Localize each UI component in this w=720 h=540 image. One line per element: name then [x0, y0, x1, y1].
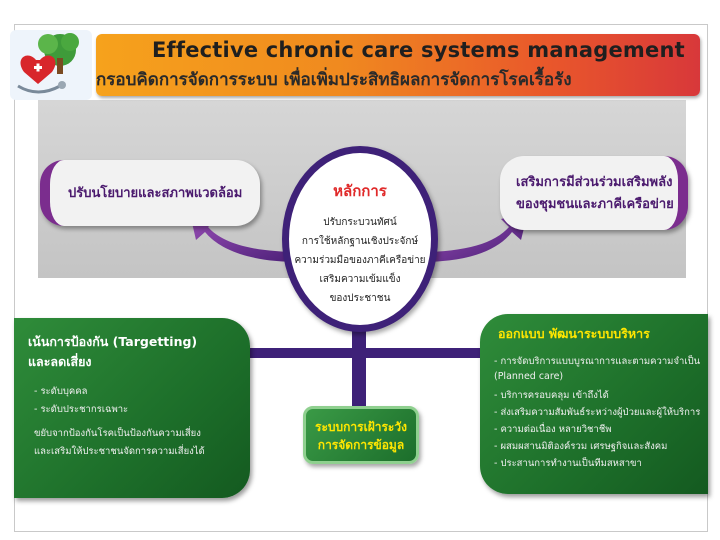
- system-design-item: - ผสมผสานมิติองค์รวม เศรษฐกิจและสังคม: [494, 439, 667, 454]
- system-design-title: ออกแบบ พัฒนาระบบบริหาร: [498, 324, 650, 344]
- principles-title: หลักการ: [289, 179, 431, 203]
- principle-item: ความร่วมมือของภาคีเครือข่าย: [289, 253, 431, 268]
- system-design-item: - บริการครอบคลุม เข้าถึงได้: [494, 388, 609, 403]
- principle-item: ของประชาชน: [289, 291, 431, 306]
- prevention-targeting-box: เน้นการป้องกัน (Targetting) และลดเสี่ยง …: [14, 318, 250, 498]
- principle-item: ปรับกระบวนทัศน์: [289, 215, 431, 230]
- prevention-item: และเสริมให้ประชาชนจัดการความเสี่ยงได้: [34, 444, 205, 459]
- principle-item: เสริมความเข้มแข็ง: [289, 272, 431, 287]
- community-line-2: ของชุมชนและภาคีเครือข่าย: [516, 194, 674, 216]
- system-design-item: (Planned care): [494, 371, 563, 382]
- community-line-1: เสริมการมีส่วนร่วมเสริมพลัง: [516, 172, 674, 194]
- system-design-box: ออกแบบ พัฒนาระบบบริหาร - การจัดบริการแบบ…: [480, 314, 708, 494]
- community-participation-label: เสริมการมีส่วนร่วมเสริมพลัง ของชุมชนและภ…: [516, 172, 674, 216]
- principle-item: การใช้หลักฐานเชิงประจักษ์: [289, 234, 431, 249]
- prevention-item: ขยับจากป้องกันโรคเป็นป้องกันความเสี่ยง: [34, 426, 201, 441]
- system-design-item: - การจัดบริการแบบบูรณาการและตามความจำเป็…: [494, 354, 700, 369]
- prevention-title-1: เน้นการป้องกัน (Targetting): [28, 332, 197, 352]
- surveillance-line-1: ระบบการเฝ้าระวัง: [306, 418, 416, 436]
- system-design-item: - ความต่อเนื่อง หลายวิชาชีพ: [494, 422, 612, 437]
- system-design-item: - ส่งเสริมความสัมพันธ์ระหว่างผู้ป่วยและผ…: [494, 405, 700, 420]
- policy-environment-box: ปรับนโยบายและสภาพแวดล้อม: [40, 160, 260, 226]
- prevention-title-2: และลดเสี่ยง: [28, 352, 92, 372]
- principles-oval: หลักการ ปรับกระบวนทัศน์ การใช้หลักฐานเชิ…: [282, 146, 438, 332]
- surveillance-data-box: ระบบการเฝ้าระวัง การจัดการข้อมูล: [303, 406, 419, 464]
- surveillance-line-2: การจัดการข้อมูล: [306, 436, 416, 454]
- prevention-item: - ระดับบุคคล: [34, 384, 87, 399]
- system-design-item: - ประสานการทำงานเป็นทีมสหสาขา: [494, 456, 642, 471]
- prevention-item: - ระดับประชากรเฉพาะ: [34, 402, 128, 417]
- connector-down: [352, 348, 366, 408]
- policy-environment-label: ปรับนโยบายและสภาพแวดล้อม: [68, 182, 242, 203]
- community-participation-box: เสริมการมีส่วนร่วมเสริมพลัง ของชุมชนและภ…: [500, 156, 688, 230]
